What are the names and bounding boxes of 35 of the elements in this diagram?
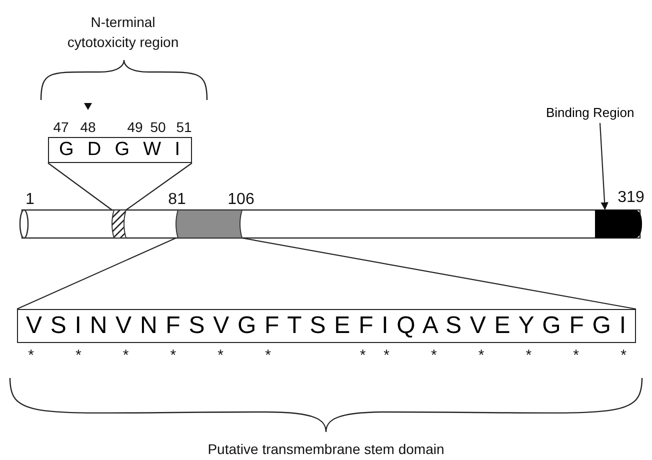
connector-line xyxy=(48,162,112,210)
asterisk-mark: * xyxy=(218,348,224,363)
asterisk-mark: * xyxy=(384,348,390,363)
end-segment xyxy=(595,210,642,238)
hatched-segment xyxy=(112,210,126,238)
asterisk-mark: * xyxy=(170,348,176,363)
connector-line xyxy=(126,162,192,210)
asterisk-mark: * xyxy=(75,348,82,363)
asterisk-mark: * xyxy=(478,348,484,363)
residue-number: 50 xyxy=(150,120,166,134)
asterisk-mark: * xyxy=(526,348,532,363)
asterisk-mark: * xyxy=(573,348,580,363)
asterisk-mark: * xyxy=(265,348,271,363)
residue-number: 49 xyxy=(127,120,143,134)
connector-line xyxy=(16,238,176,310)
position-number: 106 xyxy=(228,192,254,208)
position-number: 319 xyxy=(618,190,644,206)
arrow xyxy=(599,122,608,210)
sequence-box: V S I N V N F S V G F T S E F I Q A S V E Y G F G I xyxy=(17,309,636,343)
residue-number: 48 xyxy=(80,120,96,134)
asterisk-mark: * xyxy=(28,348,34,363)
position-number: 1 xyxy=(26,192,34,208)
asterisk-mark: * xyxy=(122,348,129,363)
domain-title: Putative transmembrane stem domain xyxy=(208,442,444,456)
asterisk-mark: * xyxy=(430,348,437,363)
residue-number: 51 xyxy=(176,120,192,134)
region-title: N-terminal cytotoxicity region xyxy=(66,13,180,52)
asterisk-mark: * xyxy=(360,348,366,363)
residue-number: 47 xyxy=(53,120,69,134)
sequence-box: G D G W I xyxy=(48,137,192,163)
connector-line xyxy=(242,237,636,310)
asterisk-mark: * xyxy=(620,348,626,363)
callout-text: Binding Region xyxy=(546,106,634,119)
shaded-segment xyxy=(176,210,242,238)
position-number: 81 xyxy=(168,192,186,208)
